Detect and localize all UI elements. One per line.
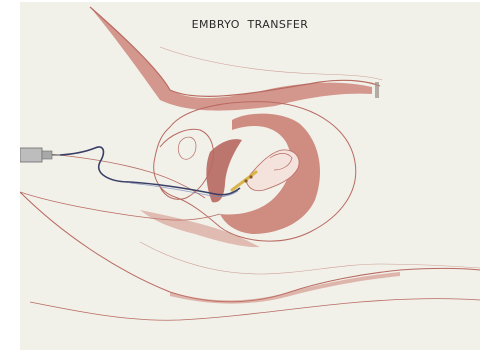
embryo-transfer-slide: EMBRYO TRANSFER <box>20 2 480 350</box>
embryo-dot <box>244 179 247 182</box>
slide-title: EMBRYO TRANSFER <box>20 18 480 31</box>
embryo-dot <box>249 175 252 178</box>
illustration-canvas <box>20 2 480 350</box>
scale-mark <box>375 82 379 98</box>
